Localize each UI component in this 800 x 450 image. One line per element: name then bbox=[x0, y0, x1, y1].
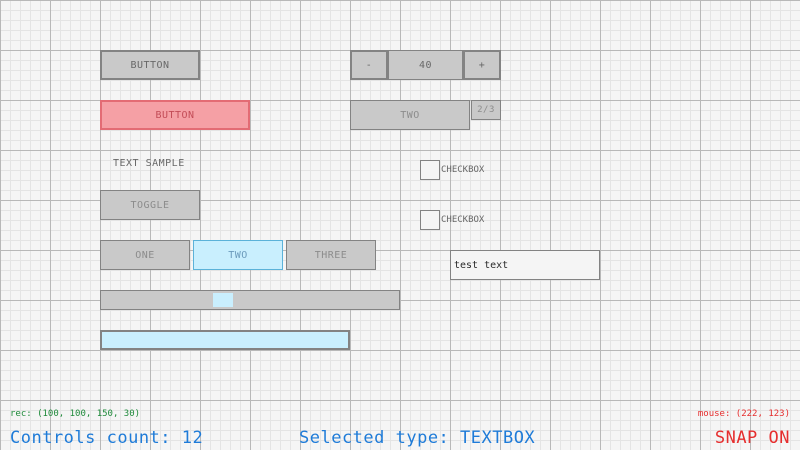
rec-readout: rec: (100, 100, 150, 30) bbox=[10, 409, 141, 419]
text-sample-label: TEXT SAMPLE bbox=[113, 158, 185, 169]
combobox-counter-button[interactable]: 2/3 bbox=[471, 100, 501, 120]
selected-type: Selected type: TEXTBOX bbox=[299, 428, 536, 448]
controls-count: Controls count: 12 bbox=[10, 428, 204, 448]
toggle-button[interactable]: TOGGLE bbox=[100, 190, 200, 220]
checkbox-1-label: CHECKBOX bbox=[441, 165, 485, 175]
spinner-decrement-button[interactable]: - bbox=[350, 50, 388, 80]
progress-bar-fill bbox=[102, 332, 348, 348]
toggle-group-one[interactable]: ONE bbox=[100, 240, 190, 270]
checkbox-2-label: CHECKBOX bbox=[441, 215, 485, 225]
mouse-readout: mouse: (222, 123) bbox=[697, 409, 790, 419]
checkbox-2[interactable] bbox=[420, 210, 440, 230]
slider[interactable] bbox=[100, 290, 400, 310]
snap-status: SNAP ON bbox=[714, 428, 790, 448]
button-primary[interactable]: BUTTON bbox=[100, 50, 200, 80]
button-focused[interactable]: BUTTON bbox=[100, 100, 250, 130]
slider-thumb[interactable] bbox=[212, 293, 233, 307]
progress-bar bbox=[100, 330, 350, 350]
toggle-group-two[interactable]: TWO bbox=[193, 240, 283, 270]
spinner-value-field[interactable]: 40 bbox=[388, 50, 463, 80]
toggle-group-three[interactable]: THREE bbox=[286, 240, 376, 270]
checkbox-1[interactable] bbox=[420, 160, 440, 180]
combobox[interactable]: TWO bbox=[350, 100, 470, 130]
text-input[interactable]: test text bbox=[450, 250, 600, 280]
spinner-increment-button[interactable]: + bbox=[463, 50, 501, 80]
